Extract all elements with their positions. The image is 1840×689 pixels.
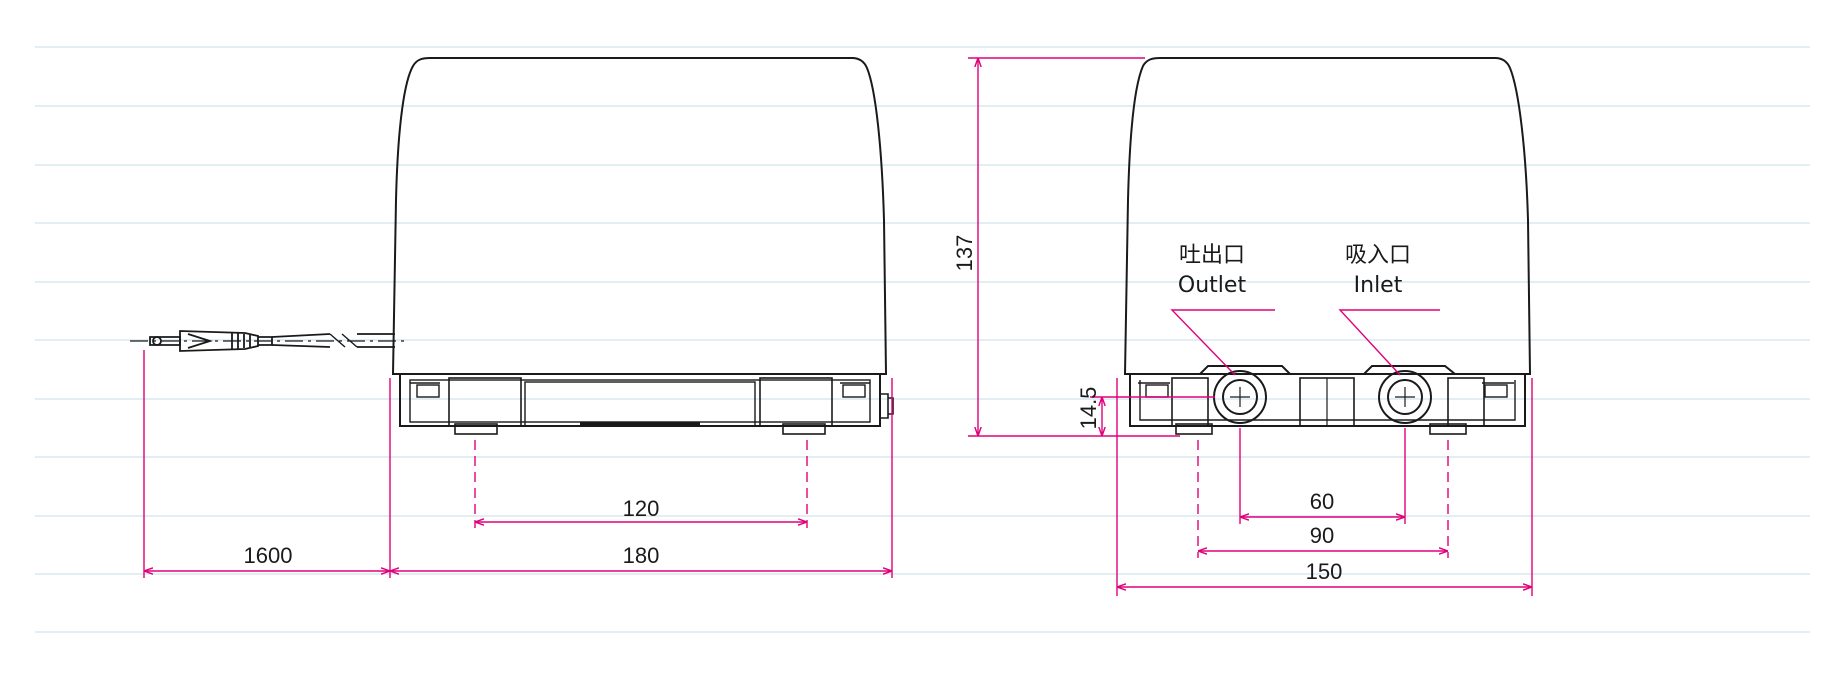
side-bolt-right (842, 384, 866, 398)
side-housing (391, 57, 888, 375)
front-foot-right (1447, 377, 1485, 427)
dim-label-port-spacing: 60 (1310, 489, 1334, 514)
front-foot-left (1171, 377, 1209, 427)
power-cord (130, 330, 405, 352)
front-bolt-right (1484, 384, 1508, 398)
dim-label-overall-width: 150 (1306, 559, 1343, 584)
side-foot-right (759, 377, 833, 427)
cord-end (357, 333, 395, 348)
side-foot-left (448, 377, 522, 427)
front-bolt-left (1145, 384, 1169, 398)
side-base-slot (524, 381, 756, 427)
front-view (1123, 57, 1532, 435)
outlet-port-inner (1222, 379, 1258, 415)
side-foot-left-pad (454, 423, 498, 435)
inlet-label-jp: 吸入口 (1345, 243, 1411, 268)
inlet-port-outer (1378, 370, 1432, 424)
dim-label-height: 137 (952, 235, 977, 272)
plug-body (179, 330, 259, 352)
front-base (1129, 365, 1526, 427)
ruled-lines (35, 46, 1810, 633)
side-rear-knob (879, 393, 889, 419)
front-foot-right-pad (1429, 423, 1467, 435)
side-view (391, 57, 894, 435)
front-foot-left-pad (1175, 423, 1213, 435)
leader-inlet (1338, 309, 1440, 376)
dim-label-overall-length: 180 (623, 543, 660, 568)
front-dimensions (968, 57, 1533, 596)
leader-outlet (1170, 309, 1275, 376)
side-base-inner (409, 379, 871, 423)
inlet-label-en: Inlet (1354, 273, 1403, 298)
dim-label-foot-spacing: 120 (623, 496, 660, 521)
side-bolt-left (416, 384, 440, 398)
front-labels: 吐出口 Outlet 吸入口 Inlet 137 14.5 60 90 150 (952, 235, 1411, 584)
front-housing (1123, 57, 1532, 375)
outlet-label-en: Outlet (1178, 273, 1247, 298)
outlet-label-jp: 吐出口 (1179, 243, 1245, 268)
side-dimension-labels: 120 1600 180 (244, 496, 660, 568)
dim-label-port-height: 14.5 (1076, 387, 1101, 430)
side-foot-right-pad (782, 423, 826, 435)
side-dimensions (143, 350, 893, 578)
cord-sheath (271, 333, 331, 348)
side-rear-knob-cap (888, 397, 894, 415)
inlet-port-inner (1387, 379, 1423, 415)
dim-label-front-foot-spacing: 90 (1310, 523, 1334, 548)
dim-label-cord-length: 1600 (244, 543, 293, 568)
